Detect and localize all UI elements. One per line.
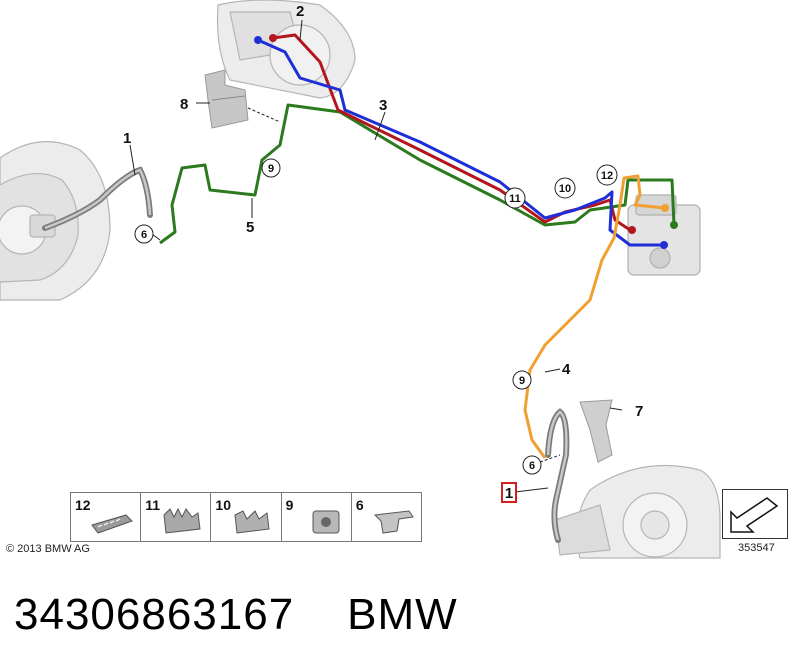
callout-4: 4: [562, 361, 571, 378]
callout-10: 10: [554, 177, 576, 199]
svg-text:12: 12: [601, 170, 613, 182]
svg-text:10: 10: [559, 183, 571, 195]
grommet-clip-icon: [312, 510, 340, 534]
arrow-icon: [730, 497, 779, 533]
brand-name: BMW: [347, 590, 458, 639]
callout-6-right: 6: [522, 455, 542, 475]
callout-2: 2: [296, 3, 304, 20]
bracket-plate-icon: [373, 510, 414, 534]
front-left-brake-disc: [0, 141, 111, 301]
multi-clip-icon: [163, 507, 201, 534]
svg-text:6: 6: [141, 229, 147, 241]
rear-brake-disc: [554, 464, 721, 559]
callout-6-left: 6: [134, 224, 154, 244]
sensor-bracket: [579, 399, 613, 463]
legend-item-9: 9: [282, 493, 352, 541]
diagram-id: 353547: [738, 542, 775, 554]
legend-item-11: 11: [141, 493, 212, 541]
clip-strip-icon: [91, 514, 134, 534]
callout-1-right-highlight: 1: [501, 482, 517, 503]
bracket-part: [204, 69, 249, 129]
callout-5: 5: [246, 219, 254, 236]
legend-item-12: 12: [71, 493, 142, 541]
callout-8: 8: [180, 96, 188, 113]
orange-brake-line: [523, 174, 666, 459]
double-clip-icon: [234, 510, 270, 534]
svg-text:6: 6: [529, 460, 535, 472]
callout-12: 12: [596, 164, 618, 186]
legend-number: 10: [215, 497, 231, 513]
legend-item-10: 10: [211, 493, 282, 541]
part-number: 34306863167: [14, 590, 295, 639]
legend-number: 12: [75, 497, 91, 513]
hydraulic-unit: [627, 194, 701, 276]
callout-1-left: 1: [123, 130, 131, 147]
legend-item-6: 6: [352, 493, 421, 541]
front-right-brake-disc: [216, 0, 356, 99]
legend-number: 11: [145, 497, 161, 513]
svg-text:9: 9: [519, 375, 525, 387]
leader-lines: [129, 19, 623, 493]
callout-7: 7: [635, 403, 643, 420]
copyright-text: © 2013 BMW AG: [6, 543, 90, 555]
callout-3: 3: [379, 97, 387, 114]
callout-9-upper: 9: [261, 158, 281, 178]
legend-number: 9: [285, 497, 294, 513]
svg-text:11: 11: [509, 193, 521, 205]
navigation-arrow-box[interactable]: [722, 489, 788, 539]
svg-text:1: 1: [505, 485, 513, 502]
legend-number: 6: [355, 497, 364, 513]
part-footer: 34306863167 BMW: [14, 590, 458, 640]
parts-legend: 12 11 10 9 6: [70, 492, 422, 542]
callout-9-lower: 9: [512, 370, 532, 390]
svg-text:9: 9: [268, 163, 274, 175]
callout-11: 11: [504, 187, 526, 209]
brake-line-diagram: 1 2 3 4 5 7 8 6 9 11 10 12 9 6 1: [0, 0, 721, 559]
